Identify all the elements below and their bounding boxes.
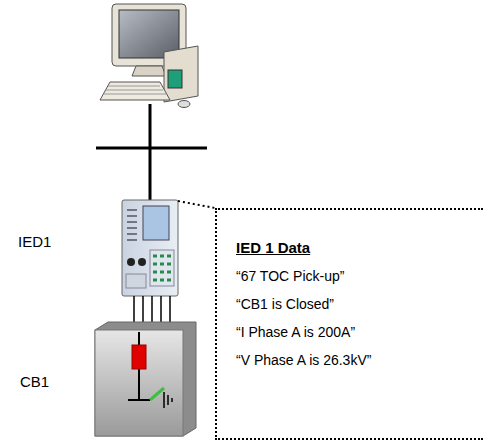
box-heading: IED 1 Data bbox=[236, 239, 483, 257]
data-line: “V Phase A is 26.3kV” bbox=[236, 351, 483, 369]
data-line: “CB1 is Closed” bbox=[236, 295, 483, 313]
computer-icon bbox=[100, 4, 198, 108]
network-bus bbox=[96, 104, 207, 200]
data-line: “I Phase A is 200A” bbox=[236, 323, 483, 341]
wires bbox=[134, 296, 170, 325]
device-label: IED1 bbox=[18, 233, 51, 250]
data-box: IED 1 Data “67 TOC Pick-up” “CB1 is Closed… bbox=[215, 208, 483, 440]
circuit-breaker bbox=[95, 322, 196, 436]
device-label: CB1 bbox=[20, 373, 49, 390]
leader-line bbox=[178, 201, 215, 208]
ied-device bbox=[122, 200, 178, 296]
data-line: “67 TOC Pick-up” bbox=[236, 267, 483, 285]
